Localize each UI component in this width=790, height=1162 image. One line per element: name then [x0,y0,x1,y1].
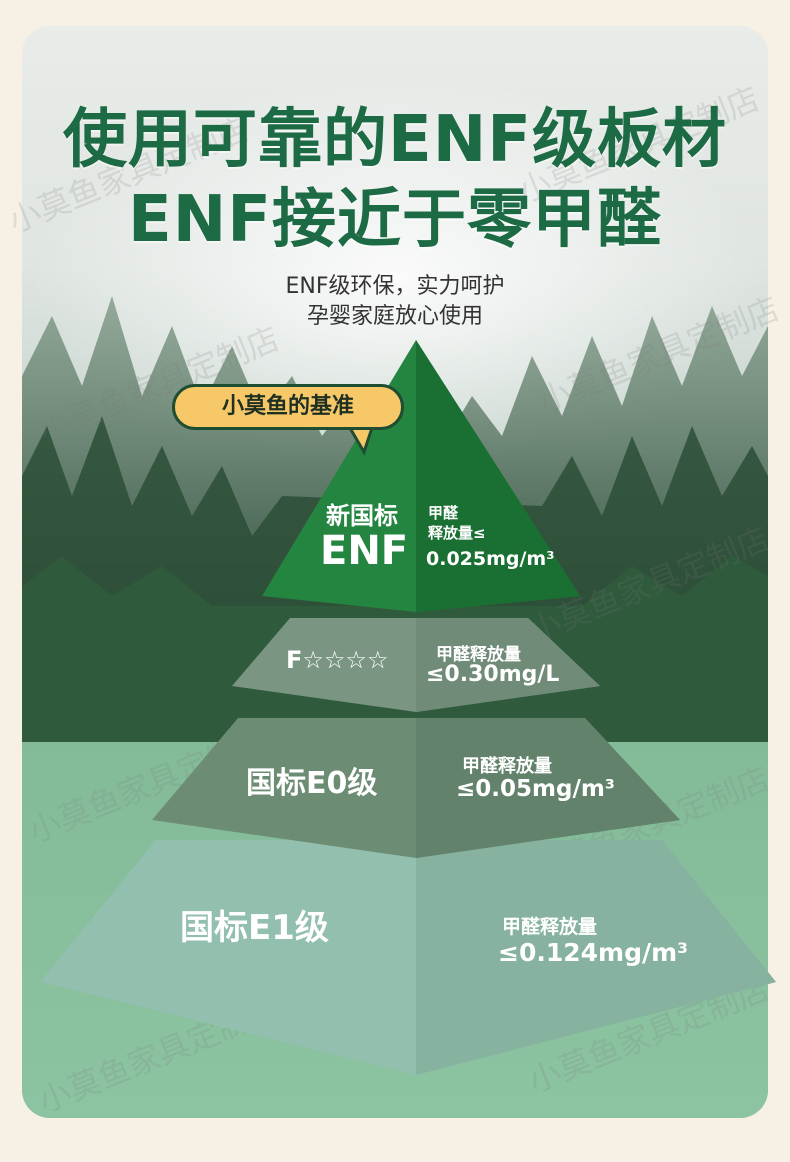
tier-e1-shade [416,840,776,1075]
headline-line-1: 使用可靠的ENF级板材 [63,103,727,177]
tier-enf-value: 0.025mg/m³ [426,548,555,570]
tier-e1-value: ≤0.124mg/m³ [498,938,689,967]
tier-enf-name-line2: ENF [320,528,409,574]
tier-f4star-shade [416,618,600,712]
tier-f4star-desc: 甲醛释放量 [436,645,521,665]
subtitle-line-2: 孕婴家庭放心使用 [306,304,483,329]
tier-f4star-name: F☆☆☆☆ [286,646,389,674]
tier-enf-desc-line2: 释放量≤ [428,524,486,542]
tier-e0-value: ≤0.05mg/m³ [456,776,615,802]
tier-f4star-value: ≤0.30mg/L [426,662,560,687]
tier-e0-name: 国标E0级 [246,766,378,801]
tier-enf-name-line1: 新国标 [326,502,398,530]
tier-enf-desc-line1: 甲醛 [428,504,459,522]
headline-line-2: ENF接近于零甲醛 [128,183,662,257]
tier-e1-name: 国标E1级 [180,908,329,948]
tier-enf-shade [416,340,580,612]
tier-e0-desc: 甲醛释放量 [462,756,552,777]
tier-e0-shade [416,718,680,858]
tier-e1-desc: 甲醛释放量 [502,916,598,938]
subtitle-line-1: ENF级环保，实力呵护 [285,274,505,299]
benchmark-badge: 小莫鱼的基准 [172,384,404,430]
